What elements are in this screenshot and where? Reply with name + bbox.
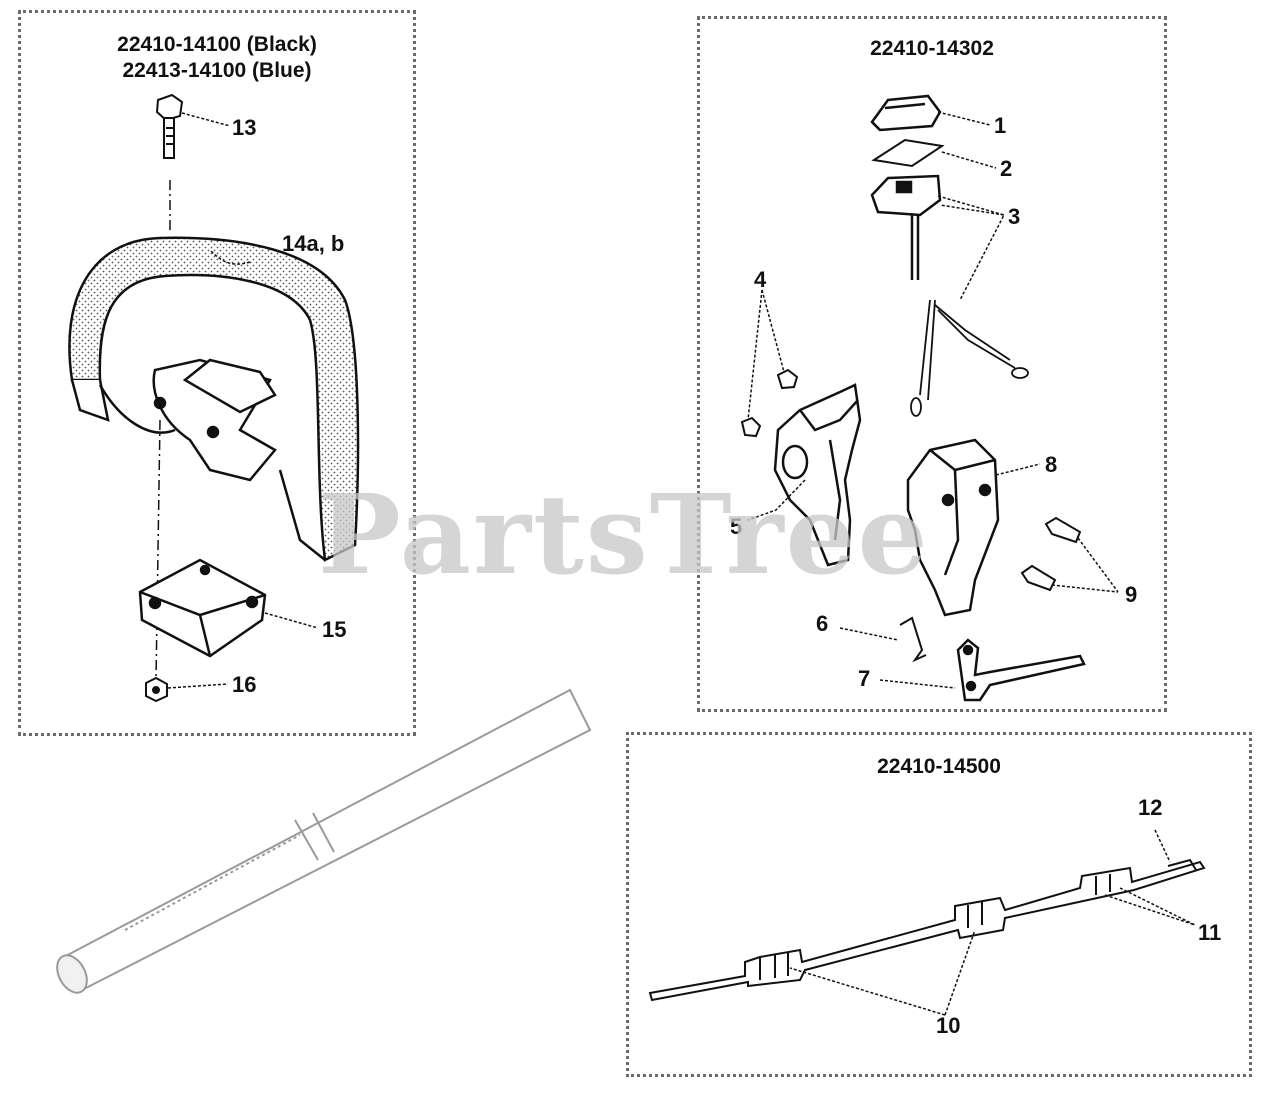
callout-3: 3 (1008, 204, 1021, 229)
plate-2 (871, 138, 945, 168)
shaft-tube (56, 688, 592, 994)
wires (910, 299, 1029, 417)
throttle-kit-title: 22410-14302 (870, 37, 994, 60)
throttle-kit-panel: 22410-14302 (697, 16, 1167, 712)
callout-14ab: 14a, b (282, 231, 345, 256)
callout-13: 13 (232, 115, 257, 140)
cap-1 (870, 94, 942, 132)
callout-12: 12 (1138, 795, 1163, 820)
cable (648, 858, 1206, 1002)
handle-kit-title-blue: 22413-14100 (Blue) (122, 59, 312, 82)
callout-10: 10 (936, 1013, 961, 1038)
callout-2: 2 (1000, 156, 1013, 181)
housing-5 (773, 383, 862, 567)
callout-11: 11 (1198, 920, 1222, 945)
callout-15: 15 (322, 617, 347, 642)
bolt-13 (155, 93, 184, 159)
nut-16 (145, 676, 168, 703)
housing-8 (906, 438, 1000, 617)
callout-7: 7 (858, 666, 871, 691)
trigger-7 (956, 638, 1086, 702)
callout-5: 5 (730, 514, 743, 539)
callout-6: 6 (816, 611, 829, 636)
handle-14 (68, 236, 360, 562)
switch-3 (870, 174, 942, 280)
clamp-15 (138, 558, 267, 658)
callout-8: 8 (1045, 452, 1058, 477)
spring-6 (899, 616, 927, 663)
screws-4 (740, 368, 799, 438)
callout-4: 4 (754, 267, 767, 292)
callout-1: 1 (994, 113, 1007, 138)
cable-kit-panel: 22410-14500 (626, 732, 1252, 1077)
callout-9: 9 (1125, 582, 1138, 607)
handle-kit-title-black: 22410-14100 (Black) (117, 33, 317, 56)
cable-kit-title: 22410-14500 (877, 755, 1001, 778)
callout-16: 16 (232, 672, 257, 697)
screws-9 (1020, 516, 1082, 592)
